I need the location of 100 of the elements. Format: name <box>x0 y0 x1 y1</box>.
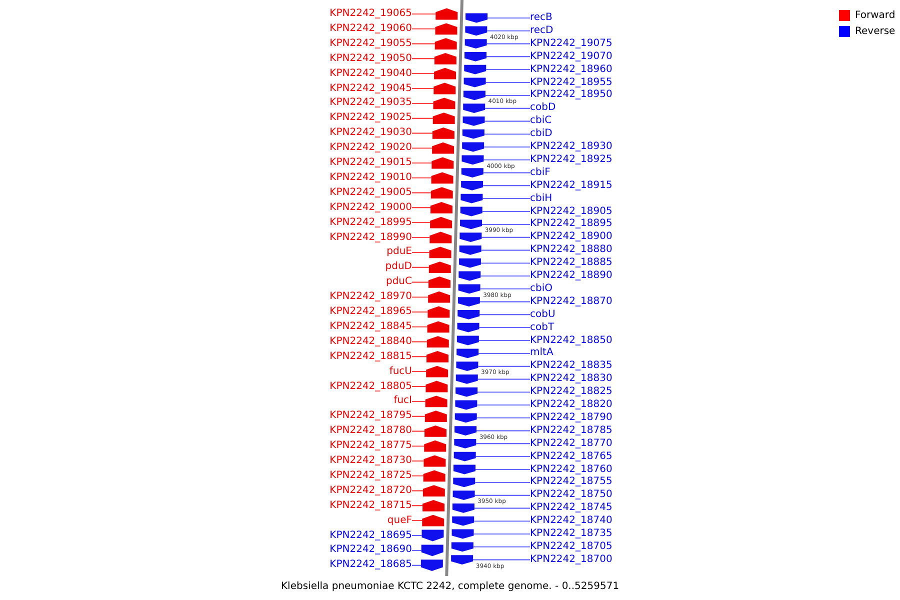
leader-line <box>473 546 530 548</box>
gene-label: fucI <box>394 395 412 408</box>
gene-label: KPN2242_18825 <box>530 386 612 398</box>
gene-label: KPN2242_18830 <box>530 373 612 386</box>
gene-segment <box>464 52 486 62</box>
gene-label: KPN2242_18695 <box>330 530 412 542</box>
leader-line <box>412 386 426 387</box>
gene-segment <box>462 142 484 152</box>
gene-label: KPN2242_19060 <box>330 22 412 35</box>
gene-segment <box>464 78 486 88</box>
gene-label: KPN2242_19010 <box>330 172 412 184</box>
gene-segment <box>458 271 481 281</box>
leader-line <box>412 356 427 358</box>
leader-line <box>412 252 430 253</box>
leader-line <box>478 353 530 354</box>
gene-segment <box>461 181 484 190</box>
leader-line <box>484 120 530 122</box>
gene-label: KPN2242_18955 <box>530 76 612 88</box>
gene-label: fucU <box>389 366 412 378</box>
gene-segment <box>432 142 454 154</box>
leader-line <box>481 236 530 238</box>
gene-segment <box>426 351 448 362</box>
leader-line <box>412 118 434 119</box>
gene-segment <box>460 194 483 204</box>
gene-segment <box>422 500 445 512</box>
gene-segment <box>458 310 480 320</box>
gene-segment <box>434 38 457 50</box>
gene-segment <box>452 529 474 539</box>
leader-line <box>480 250 530 251</box>
gene-segment <box>433 98 456 110</box>
leader-line <box>485 95 530 96</box>
gene-segment <box>431 172 454 184</box>
gene-segment <box>463 104 486 113</box>
gene-label: KPN2242_18805 <box>330 380 412 392</box>
gene-segment <box>454 452 476 462</box>
leader-line <box>412 296 428 298</box>
gene-label: KPN2242_18950 <box>530 89 612 102</box>
gene-label: KPN2242_18690 <box>330 544 412 556</box>
leader-line <box>475 469 530 470</box>
leader-line <box>476 443 530 444</box>
gene-label: KPN2242_18750 <box>530 489 612 502</box>
gene-segment <box>452 490 475 500</box>
leader-line <box>486 56 530 58</box>
gene-segment <box>434 53 456 64</box>
leader-line <box>480 262 530 264</box>
gene-label: KPN2242_18915 <box>530 180 612 192</box>
gene-label: pduC <box>386 276 412 288</box>
leader-line <box>412 535 422 536</box>
gene-segment <box>429 246 452 258</box>
gene-label: queF <box>387 514 412 527</box>
gene-label: KPN2242_18725 <box>330 470 412 482</box>
gene-segment <box>420 560 443 571</box>
gene-segment <box>454 413 477 423</box>
gene-segment <box>459 246 482 255</box>
gene-label: cbiH <box>530 192 552 205</box>
gene-segment <box>453 464 476 474</box>
leader-line <box>412 550 422 551</box>
gene-label: mltA <box>530 347 554 360</box>
gene-label: KPN2242_18960 <box>530 64 612 76</box>
gene-segment <box>426 336 449 348</box>
gene-label: KPN2242_19055 <box>330 38 412 50</box>
gene-label: KPN2242_18730 <box>330 455 412 467</box>
gene-label: KPN2242_19040 <box>330 68 412 80</box>
leader-line <box>412 416 426 417</box>
leader-line <box>484 108 530 109</box>
gene-label: KPN2242_18795 <box>330 410 412 422</box>
gene-segment <box>452 516 474 526</box>
gene-segment <box>456 336 479 346</box>
gene-segment <box>464 64 486 74</box>
legend-label: Reverse <box>855 26 896 38</box>
leader-line <box>412 282 429 283</box>
leader-line <box>475 456 530 457</box>
gene-label: KPN2242_18790 <box>530 412 612 424</box>
gene-label: KPN2242_18700 <box>530 554 612 566</box>
gene-segment <box>428 306 450 318</box>
gene-label: cbiC <box>530 115 552 128</box>
gene-segment <box>432 112 455 124</box>
gene-label: KPN2242_18765 <box>530 450 612 463</box>
gene-segment <box>456 387 478 397</box>
leader-line <box>412 460 424 462</box>
gene-segment <box>452 504 474 513</box>
gene-segment <box>454 426 476 436</box>
leader-line <box>476 404 530 406</box>
gene-label: cobD <box>530 102 556 114</box>
gene-segment <box>430 202 452 214</box>
leader-line <box>474 482 530 483</box>
gene-label: KPN2242_18785 <box>530 424 612 437</box>
leader-line <box>412 520 423 521</box>
gene-segment <box>458 284 480 294</box>
gene-segment <box>428 291 450 303</box>
leader-line <box>412 162 432 164</box>
leader-line <box>412 103 434 104</box>
leader-line <box>480 301 530 302</box>
gene-label: KPN2242_18755 <box>530 476 612 488</box>
gene-label: cobU <box>530 308 556 321</box>
gene-segment <box>421 544 444 556</box>
gene-label: cobT <box>530 322 554 334</box>
gene-label: cbiD <box>530 128 552 140</box>
gene-label: KPN2242_18930 <box>530 141 612 153</box>
gene-segment <box>453 478 476 488</box>
